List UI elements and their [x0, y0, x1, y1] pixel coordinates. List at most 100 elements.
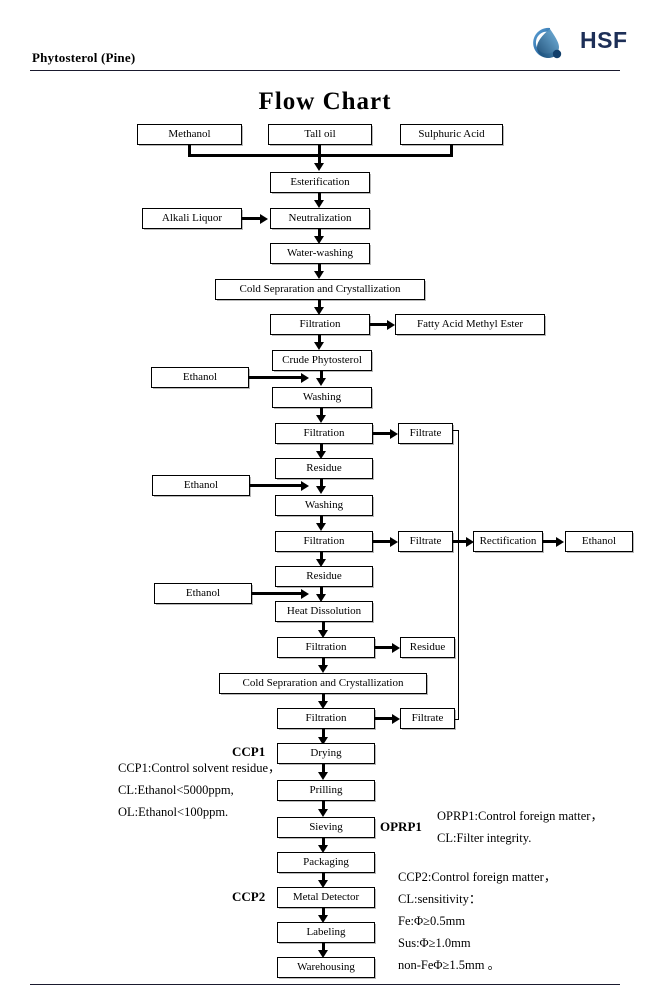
node-sulphuric-acid[interactable]: Sulphuric Acid [400, 124, 503, 145]
node-washing-1[interactable]: Washing [272, 387, 372, 408]
arrow-to-filtration-5 [318, 701, 328, 709]
node-ethanol-1[interactable]: Ethanol [151, 367, 249, 388]
node-ethanol-recovered[interactable]: Ethanol [565, 531, 633, 552]
tag-oprp1: OPRP1 [380, 819, 422, 834]
arrow-to-filtration-1 [314, 307, 324, 315]
note-oprp1-line-1: OPRP1:Control foreign matter， [437, 809, 603, 823]
arrow-to-filtration-4 [318, 630, 328, 638]
node-residue-1[interactable]: Residue [275, 458, 373, 479]
note-ccp2-line-2: CL:sensitivity： [398, 892, 482, 906]
node-residue-3[interactable]: Residue [400, 637, 455, 658]
node-filtration-2[interactable]: Filtration [275, 423, 373, 444]
connector-crude-washing1 [320, 371, 323, 381]
connector-waterwashing-coldsep [318, 264, 321, 274]
arrow-to-prilling [318, 772, 328, 780]
node-residue-2[interactable]: Residue [275, 566, 373, 587]
arrow-to-heat-dissolution-side [301, 588, 309, 599]
node-ethanol-2[interactable]: Ethanol [152, 475, 250, 496]
note-ccp2-line-4: Sus:Φ≥1.0mm [398, 936, 471, 950]
connector-filtration3-filtrate2 [373, 540, 392, 543]
arrow-to-neutralization [314, 200, 324, 208]
connector-filtration1-crude [318, 335, 321, 345]
connector-filtrate1-to-bus [453, 430, 459, 431]
node-packaging[interactable]: Packaging [277, 852, 375, 873]
node-filtrate-3[interactable]: Filtrate [400, 708, 455, 729]
arrow-to-washing-2-side [301, 480, 309, 491]
connector-filtration3-residue2 [320, 552, 323, 562]
arrow-to-washing-1 [316, 378, 326, 386]
node-warehousing[interactable]: Warehousing [277, 957, 375, 978]
note-ccp1-line-3: OL:Ethanol<100ppm. [118, 805, 229, 819]
node-neutralization[interactable]: Neutralization [270, 208, 370, 229]
node-filtration-1[interactable]: Filtration [270, 314, 370, 335]
arrow-to-filtrate-2 [390, 536, 398, 547]
connector-filtration4-residue3 [375, 646, 394, 649]
node-crude-phytosterol[interactable]: Crude Phytosterol [272, 350, 372, 371]
node-cold-separation-1[interactable]: Cold Sepraration and Crystallization [215, 279, 425, 300]
connector-filtration5-drying [322, 729, 325, 740]
arrow-to-cold-sep-2 [318, 665, 328, 673]
connector-residue2-heatdissolution [320, 587, 323, 597]
connector-prilling-sieving [322, 801, 325, 812]
connector-ethanol3-heatdissolution [252, 592, 303, 595]
node-filtrate-1[interactable]: Filtrate [398, 423, 453, 444]
connector-coldsep-filtration1 [318, 300, 321, 310]
tag-ccp1: CCP1 [232, 744, 266, 759]
arrow-to-filtration-3 [316, 523, 326, 531]
footer-divider [30, 984, 620, 985]
hsf-droplet-circle-icon [533, 27, 562, 59]
connector-drying-prilling [322, 764, 325, 775]
node-prilling[interactable]: Prilling [277, 780, 375, 801]
arrow-to-drying [318, 737, 328, 745]
node-washing-2[interactable]: Washing [275, 495, 373, 516]
note-ccp2-line-1: CCP2:Control foreign matter， [398, 870, 557, 884]
node-alkali-liquor[interactable]: Alkali Liquor [142, 208, 242, 229]
node-filtrate-2[interactable]: Filtrate [398, 531, 453, 552]
note-ccp1-line-2: CL:Ethanol<5000ppm, [118, 783, 234, 797]
node-tall-oil[interactable]: Tall oil [268, 124, 372, 145]
note-ccp1-line-1: CCP1:Control solvent residue， [118, 761, 281, 775]
connector-sulphuric-down [450, 145, 453, 157]
connector-esterification-neutralization [318, 193, 321, 203]
node-fatty-acid-methyl-ester[interactable]: Fatty Acid Methyl Ester [395, 314, 545, 335]
connector-packaging-metaldetector [322, 873, 325, 884]
node-filtration-5[interactable]: Filtration [277, 708, 375, 729]
connector-neutralization-waterwashing [318, 229, 321, 239]
connector-washing1-filtration2 [320, 408, 323, 418]
note-oprp1-line-2: CL:Filter integrity. [437, 831, 532, 845]
page-title: Phytosterol (Pine) [32, 50, 136, 65]
node-heat-dissolution[interactable]: Heat Dissolution [275, 601, 373, 622]
node-filtration-4[interactable]: Filtration [277, 637, 375, 658]
arrow-to-filtrate-3 [392, 713, 400, 724]
connector-recycle-vertical [458, 430, 459, 720]
arrow-to-esterification [314, 163, 324, 171]
arrow-to-heat-dissolution [316, 594, 326, 602]
note-ccp2-line-5: non-FeΦ≥1.5mm 。 [398, 958, 501, 972]
arrow-to-sieving [318, 809, 328, 817]
node-methanol[interactable]: Methanol [137, 124, 242, 145]
node-labeling[interactable]: Labeling [277, 922, 375, 943]
node-filtration-3[interactable]: Filtration [275, 531, 373, 552]
connector-sieving-packaging [322, 838, 325, 849]
arrow-to-washing-2 [316, 486, 326, 494]
node-cold-separation-2[interactable]: Cold Sepraration and Crystallization [219, 673, 427, 694]
node-rectification[interactable]: Rectification [473, 531, 543, 552]
connector-residue1-washing2 [320, 479, 323, 489]
connector-coldsep2-filtration5 [322, 694, 325, 704]
node-esterification[interactable]: Esterification [270, 172, 370, 193]
node-water-washing[interactable]: Water-washing [270, 243, 370, 264]
connector-rectification-ethanol [543, 540, 559, 543]
arrow-to-filtration-2 [316, 415, 326, 423]
connector-filtrate2-rectification [453, 540, 469, 543]
connector-alkali-to-neutralization [242, 217, 262, 220]
note-ccp2-line-3: Fe:Φ≥0.5mm [398, 914, 466, 928]
node-ethanol-3[interactable]: Ethanol [154, 583, 252, 604]
arrow-to-residue-1 [316, 451, 326, 459]
arrow-to-rectification [466, 536, 474, 547]
chart-title: Flow Chart [258, 88, 392, 115]
node-drying[interactable]: Drying [277, 743, 375, 764]
node-metal-detector[interactable]: Metal Detector [277, 887, 375, 908]
arrow-to-metal-detector [318, 880, 328, 888]
node-sieving[interactable]: Sieving [277, 817, 375, 838]
